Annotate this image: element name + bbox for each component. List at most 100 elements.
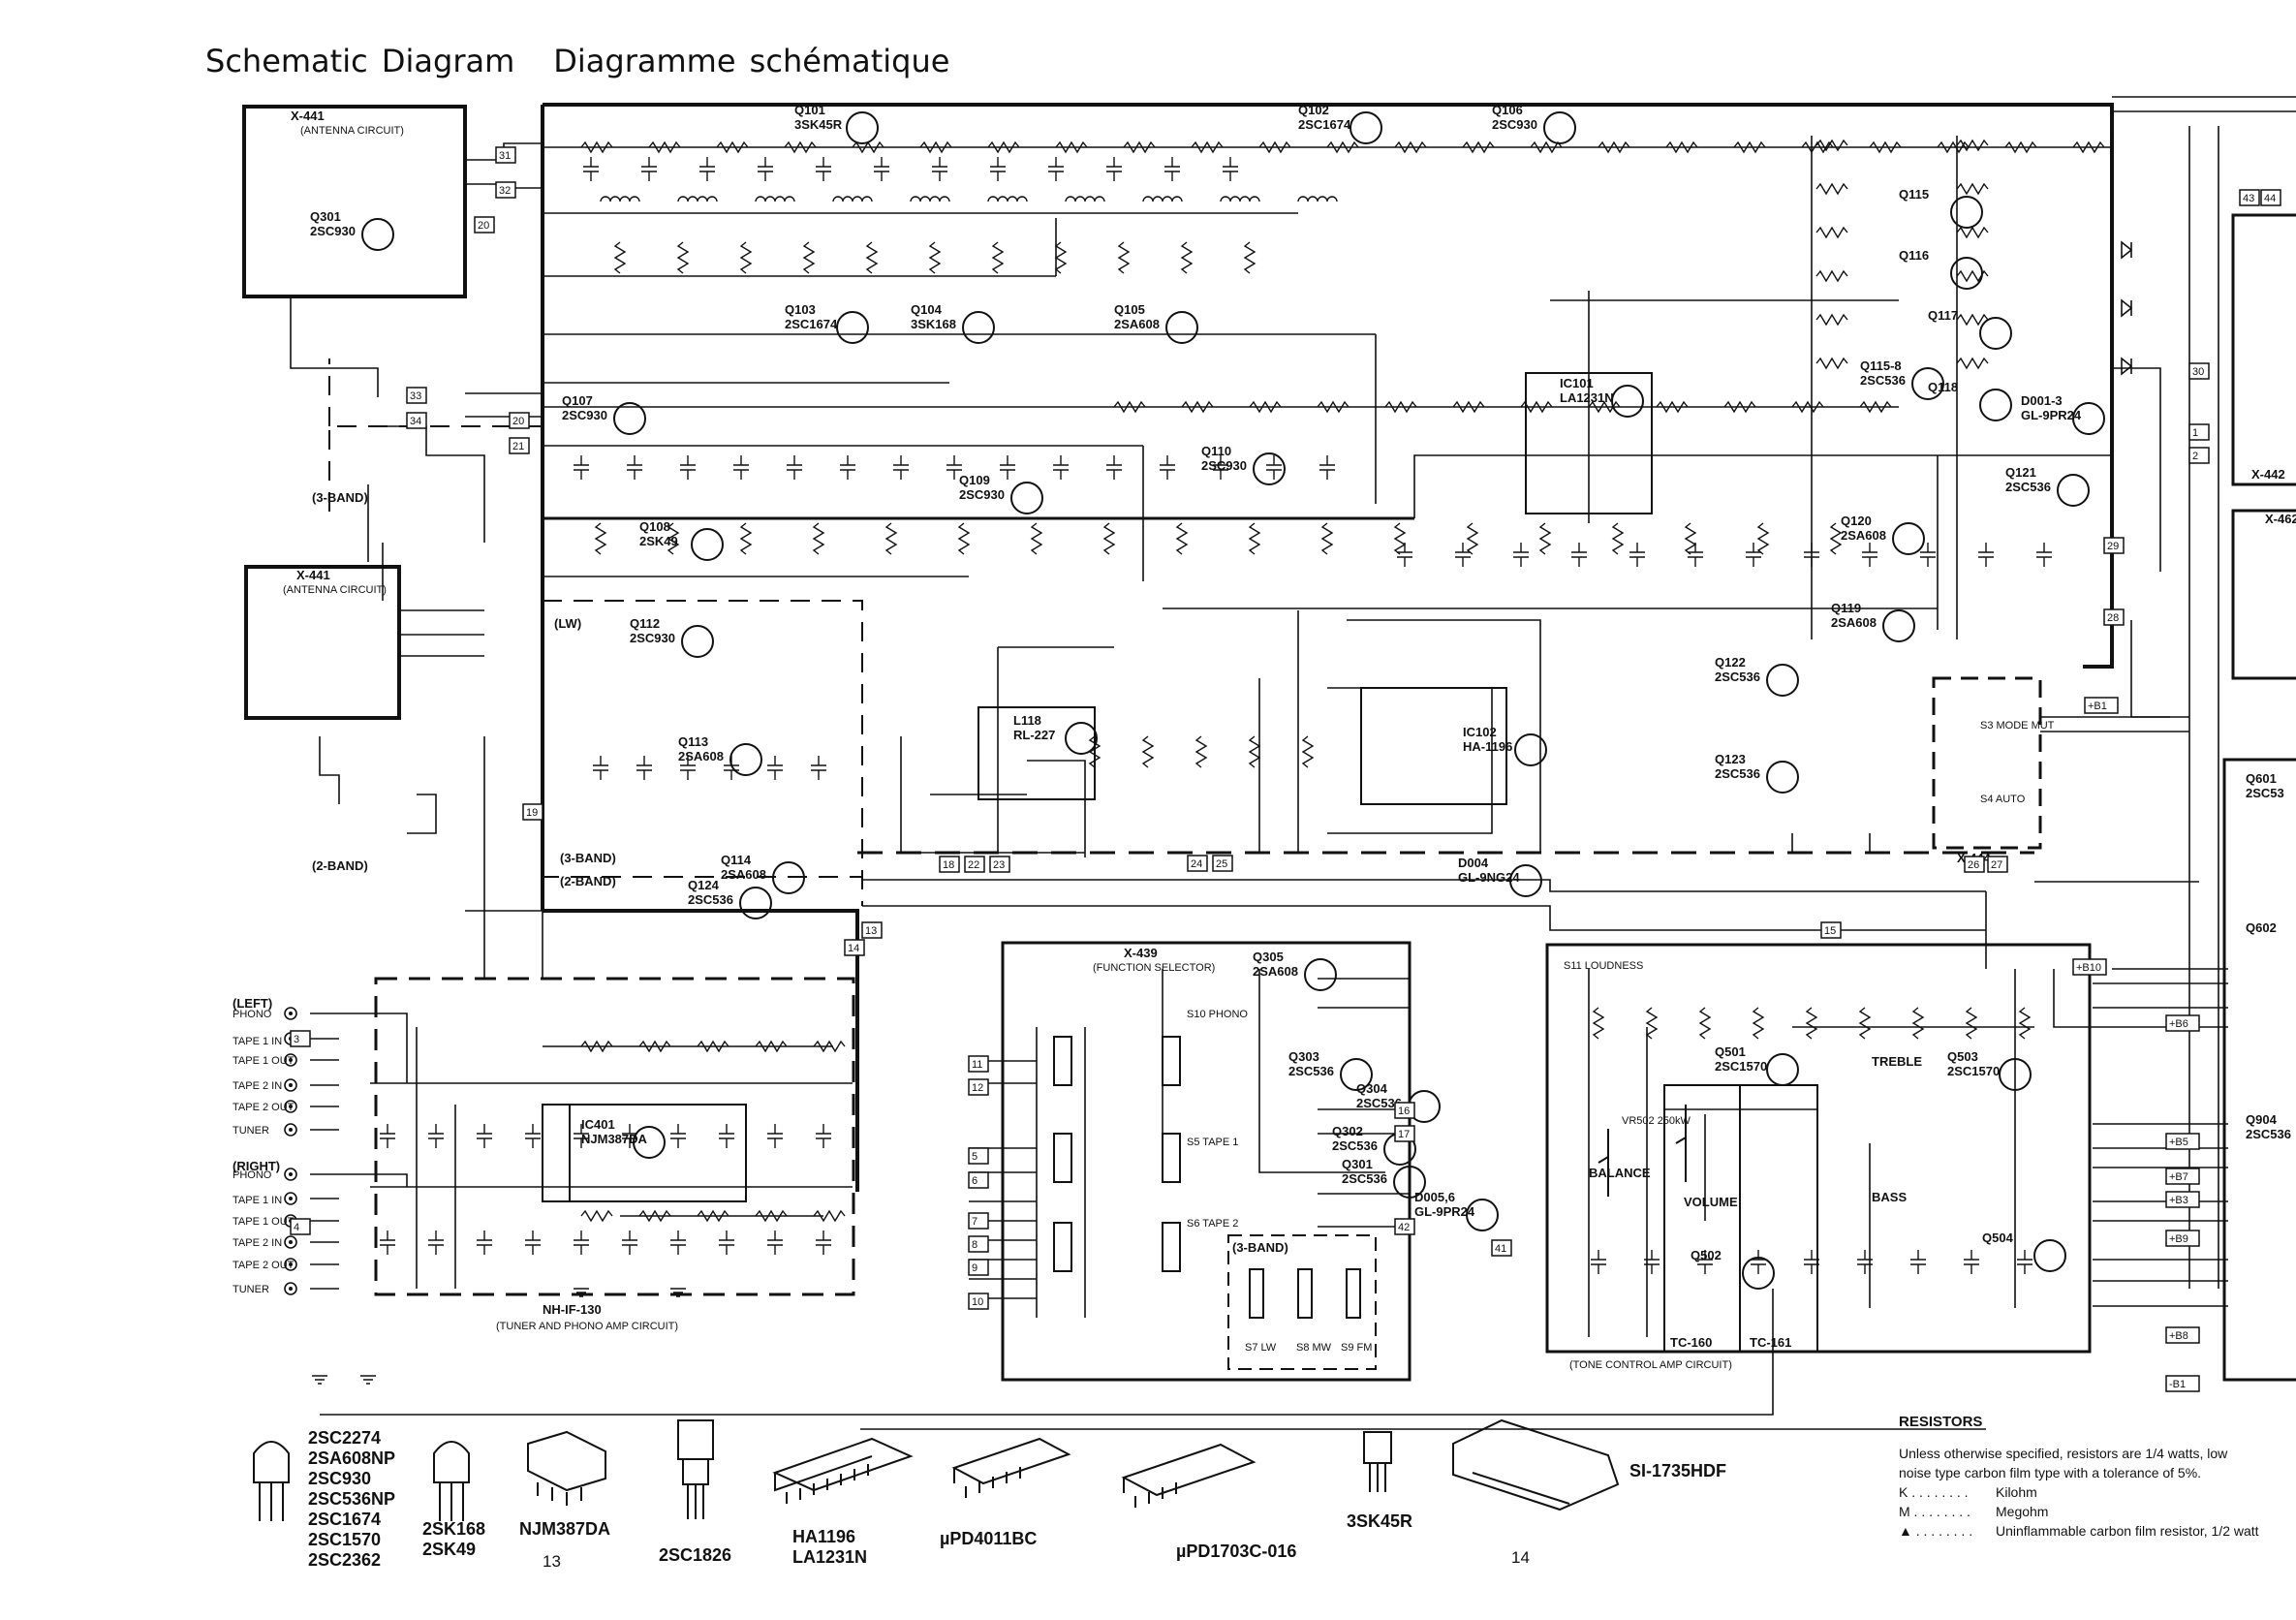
capacitor-symbol (1106, 455, 1122, 480)
transistor-symbol (1766, 664, 1799, 697)
component-part: 3SK168 (911, 317, 956, 331)
transistor-symbol (681, 625, 714, 658)
transistor-symbol (1340, 1058, 1373, 1091)
transistor-symbol (2072, 402, 2105, 435)
capacitor-symbol (1964, 1250, 1979, 1274)
switch-contact (1162, 1133, 1181, 1183)
switch-contact (1162, 1036, 1181, 1086)
resistor-symbol (1869, 140, 1902, 154)
supply-text: +B7 (2169, 1171, 2188, 1183)
resistor-symbol (1815, 269, 1848, 283)
transistor-symbol (1950, 196, 1983, 229)
switch-contact (1053, 1036, 1072, 1086)
resistor-symbol (1815, 313, 1848, 327)
resistor-symbol (1055, 140, 1088, 154)
resistor-symbol (1117, 241, 1131, 274)
input-tuner-l: TUNER (233, 1125, 269, 1137)
connector-number: 29 (2107, 541, 2119, 552)
title-en: Schematic Diagram (205, 43, 515, 79)
connector-box (1491, 1239, 1512, 1257)
switch-s11: S11 LOUDNESS (1564, 960, 1643, 972)
supply-box (2165, 1014, 2200, 1032)
rca-jack-icon (284, 1053, 297, 1067)
coil-symbol (1297, 196, 1338, 202)
resistor-symbol (1956, 139, 1989, 152)
connector-11: 11 (968, 1055, 989, 1073)
connector-box (2260, 189, 2281, 206)
ground-icon (360, 1375, 376, 1385)
rca-jack-icon (284, 1100, 297, 1113)
capacitor-symbol (1697, 1250, 1713, 1274)
frame-tuner-main (541, 103, 2114, 1192)
capacitor-symbol (627, 455, 642, 480)
component-part: 2SC1570 (1715, 1059, 1767, 1074)
component-ref: Q101 (794, 103, 825, 117)
component-ref: Q119 (1831, 601, 1861, 615)
component-part: GL-9PR24 (2021, 408, 2082, 422)
resistor-symbol (813, 1209, 846, 1223)
component-part: 2SA608 (1831, 615, 1877, 630)
resistor-notes-tri-key: ▲ . . . . . . . . (1899, 1523, 1973, 1539)
component-part: 2SC536 (1715, 766, 1760, 781)
transistor-symbol (1509, 864, 1542, 897)
resistor-symbol (580, 1040, 613, 1053)
coil-symbol (600, 196, 640, 202)
connector-number: 13 (865, 925, 877, 937)
connector-number: 6 (972, 1175, 977, 1187)
component-q118: Q118 (1928, 380, 2012, 421)
component-ref: Q301 (310, 209, 341, 224)
resistor-symbol (884, 522, 898, 555)
rca-jack-icon (284, 1258, 297, 1271)
nh-if-name: NH-IF-130 (543, 1302, 602, 1317)
connector-4: 4 (290, 1218, 311, 1235)
resistor-symbol (1829, 522, 1843, 555)
package-label-bjt-text: 2SC2274 2SA608NP 2SC930 2SC536NP 2SC1674… (308, 1428, 396, 1570)
capacitor-symbol (525, 1231, 541, 1255)
capacitor-symbol (767, 1231, 783, 1255)
transistor-symbol (691, 528, 724, 561)
connector-number: 42 (1398, 1222, 1410, 1233)
connector-box (1987, 856, 2008, 873)
resistor-symbol (1141, 735, 1155, 768)
resistor-symbol (1665, 140, 1698, 154)
control-volume: VOLUME (1684, 1195, 1738, 1209)
capacitor-symbol (641, 157, 657, 181)
connector-33: 33 (406, 387, 427, 404)
package-label-fet-text: 2SK168 2SK49 (422, 1519, 486, 1559)
capacitor-symbol (1910, 1250, 1926, 1274)
resistor-symbol (865, 241, 879, 274)
rca-jack-pin (289, 1287, 293, 1291)
connector-number: 20 (512, 416, 524, 427)
input-tape1-in-r: TAPE 1 IN (233, 1195, 282, 1206)
connector-31: 31 (495, 146, 516, 164)
frame-x444 (1932, 676, 2042, 850)
supply-text: +B8 (2169, 1330, 2188, 1342)
resistor-symbol (1956, 182, 1989, 196)
x439-name: X-439 (1124, 946, 1158, 960)
connector-number: 30 (2192, 366, 2204, 378)
connector-41: 41 (1491, 1239, 1512, 1257)
resistor-symbol (697, 1040, 729, 1053)
connector-box (1394, 1218, 1415, 1235)
transistor-symbol (1466, 1199, 1499, 1231)
resistor-symbol (928, 241, 942, 274)
transistor-symbol (1253, 452, 1286, 485)
transistor-symbol (1065, 722, 1098, 755)
frame-lw-dashed (543, 600, 863, 906)
resistor-symbol (1301, 735, 1315, 768)
resistor-symbol (739, 522, 753, 555)
resistor-symbol (594, 522, 607, 555)
page-number: 14 (1511, 1548, 1530, 1567)
component-part: NJM387DA (581, 1132, 648, 1146)
connector-30: 30 (2188, 362, 2210, 380)
